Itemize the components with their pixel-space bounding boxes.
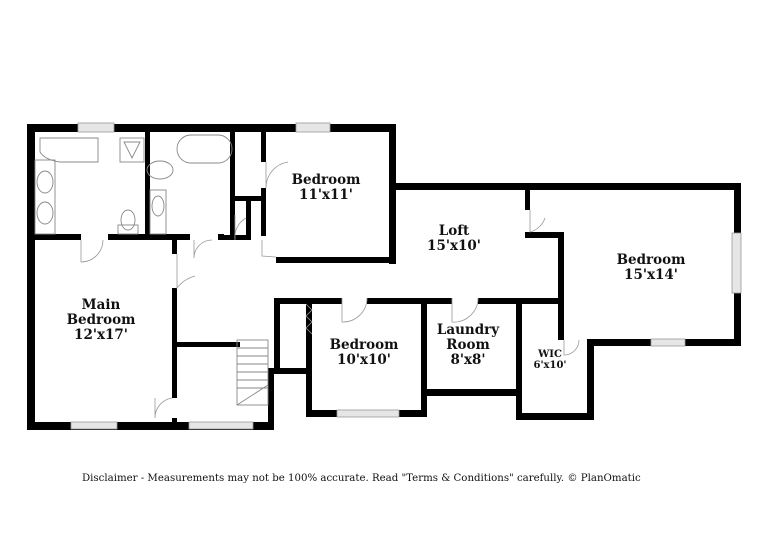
room-name: Bedroom bbox=[616, 252, 686, 268]
room-dims: 10'x10' bbox=[337, 351, 391, 368]
disclaimer-text: Disclaimer - Measurements may not be 100… bbox=[82, 473, 641, 484]
room-dims: 11'x11' bbox=[299, 186, 353, 203]
room-label-loft: Loft 15'x10' bbox=[427, 224, 481, 254]
bath-fixtures bbox=[34, 134, 233, 235]
room-name: Room bbox=[446, 336, 490, 353]
room-name: Bedroom bbox=[291, 172, 361, 188]
room-label-bedroom-10x10: Bedroom 10'x10' bbox=[330, 338, 399, 368]
room-dims: 8'x8' bbox=[450, 351, 486, 368]
room-name: Bedroom bbox=[66, 311, 136, 328]
room-label-wic: WIC 6'x10' bbox=[534, 349, 567, 371]
stairs bbox=[236, 339, 269, 406]
room-dims: 15'x10' bbox=[427, 237, 481, 254]
room-dims: 12'x17' bbox=[74, 326, 128, 343]
room-dims: 6'x10' bbox=[533, 360, 567, 371]
doors bbox=[80, 161, 580, 419]
room-name: Bedroom bbox=[329, 337, 399, 353]
room-name: WIC bbox=[538, 349, 562, 360]
room-name: Main bbox=[81, 297, 121, 313]
room-name: Loft bbox=[438, 223, 470, 239]
room-label-bedroom-15x14: Bedroom 15'x14' bbox=[617, 253, 686, 283]
room-label-main-bedroom: Main Bedroom 12'x17' bbox=[67, 298, 136, 343]
room-label-laundry: Laundry Room 8'x8' bbox=[437, 323, 499, 368]
room-label-bedroom-11x11: Bedroom 11'x11' bbox=[292, 173, 361, 203]
room-dims: 15'x14' bbox=[624, 266, 678, 283]
room-name: Laundry bbox=[436, 322, 500, 338]
windows bbox=[70, 122, 742, 430]
